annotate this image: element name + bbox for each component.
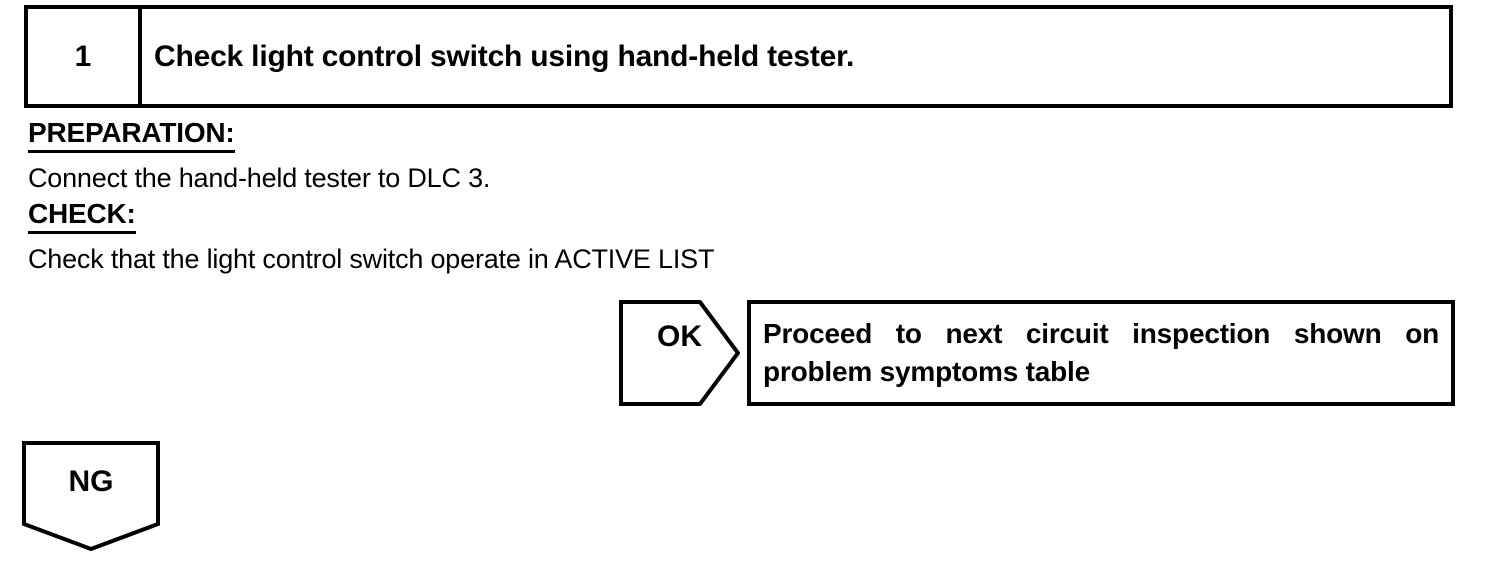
ok-action-line-2: problem symptoms table <box>763 356 1091 387</box>
ok-action-box: Proceed to next circuit inspection shown… <box>747 300 1455 406</box>
check-heading-row: CHECK: <box>28 198 928 239</box>
ng-label: NG <box>68 465 114 498</box>
step-header-table: 1 Check light control switch using hand-… <box>24 5 1453 108</box>
ok-connector-shape: OK <box>619 300 740 406</box>
preparation-body: Connect the hand-held tester to DLC 3. <box>28 163 491 193</box>
ok-label: OK <box>657 320 702 353</box>
ng-pentagon-icon <box>22 441 160 552</box>
instruction-block: PREPARATION: Connect the hand-held teste… <box>28 117 928 279</box>
step-number: 1 <box>28 9 142 104</box>
preparation-heading: PREPARATION: <box>28 117 235 153</box>
check-body: Check that the light control switch oper… <box>28 244 715 274</box>
preparation-heading-row: PREPARATION: <box>28 117 928 158</box>
ok-pentagon-icon <box>619 300 740 406</box>
ok-action-line-1: Proceed to next circuit inspection shown… <box>763 318 1439 349</box>
ng-connector-shape: NG <box>22 441 160 552</box>
check-heading: CHECK: <box>28 198 136 234</box>
step-title: Check light control switch using hand-he… <box>154 39 855 73</box>
